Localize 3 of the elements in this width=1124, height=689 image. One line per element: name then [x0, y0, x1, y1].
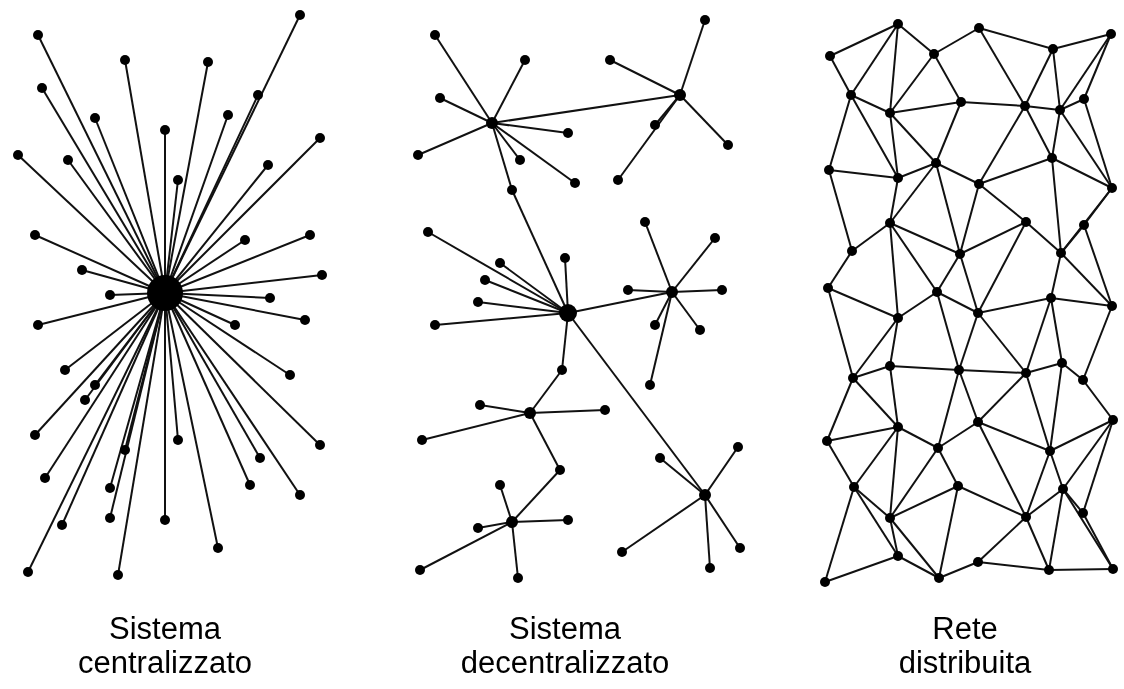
- network-caption: Sistema centralizzato: [77, 612, 253, 680]
- network-caption: Sistema decentralizzato: [459, 612, 671, 680]
- network-caption: Rete distribuita: [897, 612, 1033, 680]
